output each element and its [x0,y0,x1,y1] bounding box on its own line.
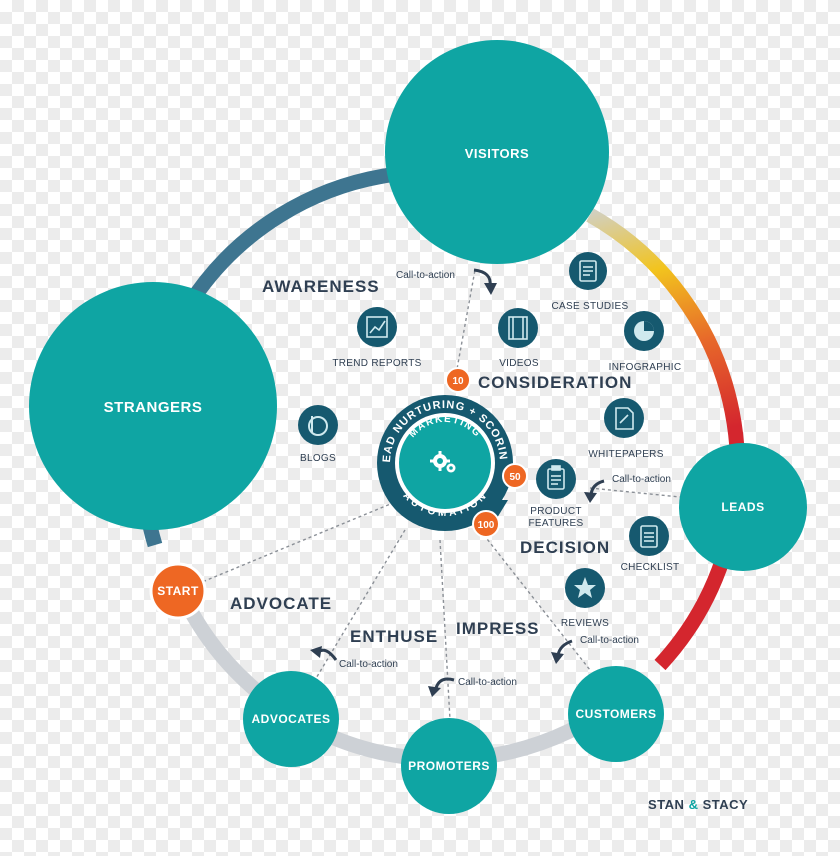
score-badge-100: 100 [472,510,500,538]
checklist-item: CHECKLIST [621,516,680,573]
svg-text:100: 100 [478,520,495,531]
cta-top: Call-to-action [396,268,497,295]
svg-text:CASE STUDIES: CASE STUDIES [552,301,629,312]
svg-text:PROMOTERS: PROMOTERS [408,759,490,773]
curved-arrow-icon [556,639,573,656]
stage-consideration: CONSIDERATION [478,373,632,392]
clipboard-icon [547,465,565,490]
star-icon [574,577,596,598]
checklist-icon [640,525,658,548]
stage-awareness: AWARENESS [262,277,380,296]
svg-text:50: 50 [509,472,521,483]
reviews-item: REVIEWS [561,568,609,629]
cta-promoters: Call-to-action [428,677,517,697]
ring-segment-customers [178,596,625,767]
svg-text:Call-to-action: Call-to-action [580,635,639,646]
cta-advocates: Call-to-action [310,646,398,670]
svg-text:Call-to-action: Call-to-action [458,677,517,688]
case-studies-item: CASE STUDIES [552,252,629,312]
cta-customers: Call-to-action [551,635,639,664]
ring-segment-leads [586,208,746,671]
svg-text:Call-to-action: Call-to-action [396,270,455,281]
pie-chart-icon [634,321,654,341]
blogs-item: BLOGS [298,405,338,464]
visitors-node: VISITORS [385,40,609,264]
infographic-item: INFOGRAPHIC [609,311,682,373]
svg-text:PRODUCT: PRODUCT [530,506,582,517]
advocates-node: ADVOCATES [243,671,339,767]
stage-enthuse: ENTHUSE [350,627,438,646]
product-features-item: PRODUCT FEATURES [529,459,584,529]
film-icon [508,316,528,340]
chart-icon [366,316,388,338]
trend-reports-item: TREND REPORTS [332,307,421,369]
start-node: START [149,562,207,620]
blog-icon [308,416,328,436]
promoters-node: PROMOTERS [401,718,497,814]
hub-arrow-icon [486,500,508,518]
leads-node: LEADS [679,443,807,571]
svg-text:LEADS: LEADS [721,500,764,514]
brand-logo: STAN & STACY [648,797,748,812]
score-badge-50: 50 [502,463,528,489]
svg-text:WHITEPAPERS: WHITEPAPERS [588,449,663,460]
svg-text:ADVOCATES: ADVOCATES [252,712,331,726]
svg-text:10: 10 [452,376,464,387]
svg-text:TREND REPORTS: TREND REPORTS [332,358,421,369]
videos-item: VIDEOS [498,308,539,369]
svg-text:INFOGRAPHIC: INFOGRAPHIC [609,362,682,373]
svg-text:STAN & STACY: STAN & STACY [648,797,748,812]
svg-text:STRANGERS: STRANGERS [104,399,203,416]
svg-text:VIDEOS: VIDEOS [499,358,539,369]
strangers-node: STRANGERS [29,282,277,530]
document-icon [579,260,597,282]
svg-text:BLOGS: BLOGS [300,453,336,464]
svg-text:Call-to-action: Call-to-action [612,474,671,485]
whitepapers-item: WHITEPAPERS [588,398,663,460]
svg-text:CUSTOMERS: CUSTOMERS [576,707,657,721]
gears-icon [430,451,456,473]
curved-arrow-icon [434,677,455,689]
score-badge-10: 10 [445,367,471,393]
stage-advocate: ADVOCATE [230,594,332,613]
stage-decision: DECISION [520,538,610,557]
stage-impress: IMPRESS [456,619,540,638]
paper-icon [615,407,634,430]
svg-text:Call-to-action: Call-to-action [339,659,398,670]
svg-text:REVIEWS: REVIEWS [561,618,609,629]
svg-text:START: START [157,584,199,598]
svg-text:VISITORS: VISITORS [465,146,529,161]
customers-node: CUSTOMERS [568,666,664,762]
svg-text:CHECKLIST: CHECKLIST [621,562,680,573]
cta-leads: Call-to-action [584,474,671,503]
svg-text:FEATURES: FEATURES [529,518,584,529]
